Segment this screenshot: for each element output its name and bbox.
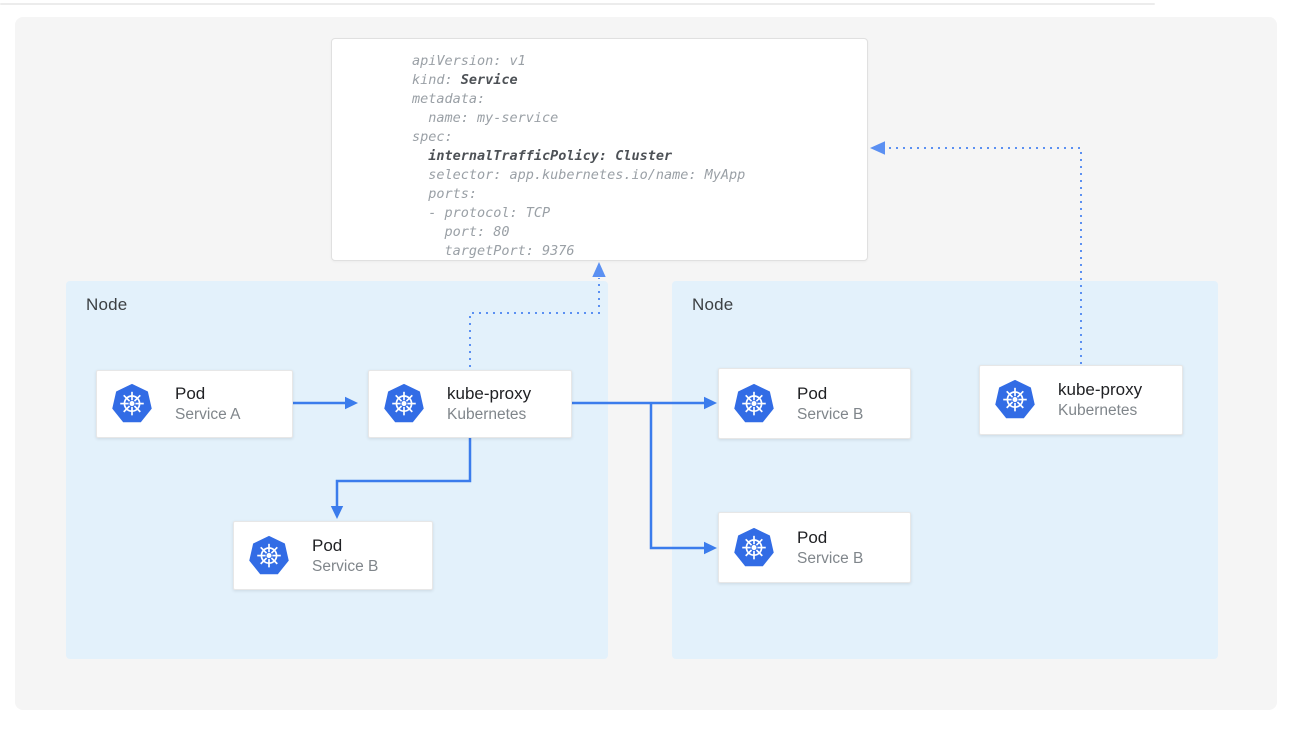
pod-card-service-b-left: Pod Service B (233, 521, 433, 590)
arrowhead (870, 141, 885, 154)
arrowhead (704, 397, 717, 409)
kubernetes-icon (111, 382, 153, 426)
yaml-line: name: my-service (412, 109, 851, 128)
dotted-arrow-right-kube-proxy-to-yaml (884, 148, 1081, 364)
card-subtitle: Service B (797, 406, 863, 424)
dotted-arrow-kube-proxy-to-yaml (470, 278, 599, 367)
card-subtitle: Service A (175, 406, 240, 424)
yaml-line: internalTrafficPolicy: Cluster (412, 147, 851, 166)
kube-proxy-card-left: kube-proxy Kubernetes (368, 370, 572, 438)
arrowhead (345, 397, 358, 409)
arrowhead (704, 542, 717, 554)
kube-proxy-card-right: kube-proxy Kubernetes (979, 365, 1183, 435)
pod-card-service-a: Pod Service A (96, 370, 293, 438)
yaml-line: kind: Service (412, 71, 851, 90)
arrowhead (592, 262, 605, 277)
kubernetes-icon (733, 526, 775, 570)
card-title: Pod (175, 384, 240, 404)
yaml-line: port: 80 (412, 223, 851, 242)
kubernetes-icon (383, 382, 425, 426)
kubernetes-icon (994, 378, 1036, 422)
pod-card-service-b-top: Pod Service B (718, 368, 911, 439)
kubernetes-icon (248, 534, 290, 578)
arrow-kube-proxy-to-pod-b-bottom (651, 403, 704, 548)
card-title: Pod (797, 384, 863, 404)
arrowhead (331, 506, 343, 519)
card-title: kube-proxy (1058, 380, 1142, 400)
yaml-line: targetPort: 9376 (412, 242, 851, 261)
card-subtitle: Kubernetes (447, 406, 531, 424)
card-title: kube-proxy (447, 384, 531, 404)
yaml-line: metadata: (412, 90, 851, 109)
arrow-kube-proxy-to-local-pod-b (337, 438, 470, 506)
yaml-line: selector: app.kubernetes.io/name: MyApp (412, 166, 851, 185)
yaml-line: spec: (412, 128, 851, 147)
card-title: Pod (797, 528, 863, 548)
card-subtitle: Kubernetes (1058, 402, 1142, 420)
card-subtitle: Service B (312, 558, 378, 576)
card-title: Pod (312, 536, 378, 556)
kubernetes-icon (733, 382, 775, 426)
yaml-line: apiVersion: v1 (412, 52, 851, 71)
card-subtitle: Service B (797, 550, 863, 568)
yaml-line: - protocol: TCP (412, 204, 851, 223)
service-yaml-panel: apiVersion: v1 kind: Service metadata: n… (331, 38, 868, 261)
pod-card-service-b-bottom: Pod Service B (718, 512, 911, 583)
yaml-line: ports: (412, 185, 851, 204)
